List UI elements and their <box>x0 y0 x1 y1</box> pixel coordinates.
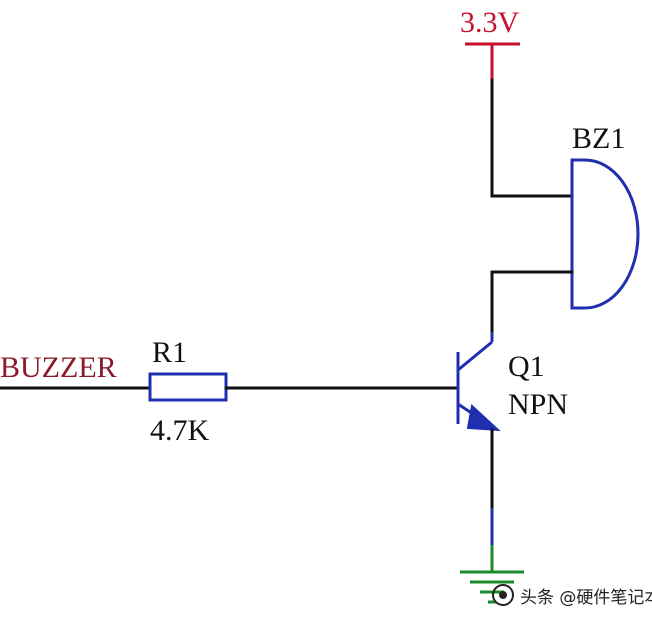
net-label: BUZZER <box>0 351 117 384</box>
buzzer-ref-label: BZ1 <box>572 122 625 155</box>
platform-logo-icon <box>492 584 514 606</box>
resistor-value-label: 4.7K <box>150 414 210 447</box>
npn-transistor-q1 <box>456 332 501 432</box>
supply-label: 3.3V <box>460 6 520 39</box>
watermark-text: 头条 @硬件笔记本 <box>520 587 652 608</box>
transistor-type-label: NPN <box>508 388 568 421</box>
buzzer-symbol <box>570 158 640 310</box>
power-symbol-3v3 <box>465 42 520 80</box>
resistor-r1 <box>148 372 228 402</box>
watermark: 头条 @硬件笔记本 <box>492 578 652 612</box>
resistor-ref-label: R1 <box>152 336 187 369</box>
transistor-ref-label: Q1 <box>508 350 545 383</box>
